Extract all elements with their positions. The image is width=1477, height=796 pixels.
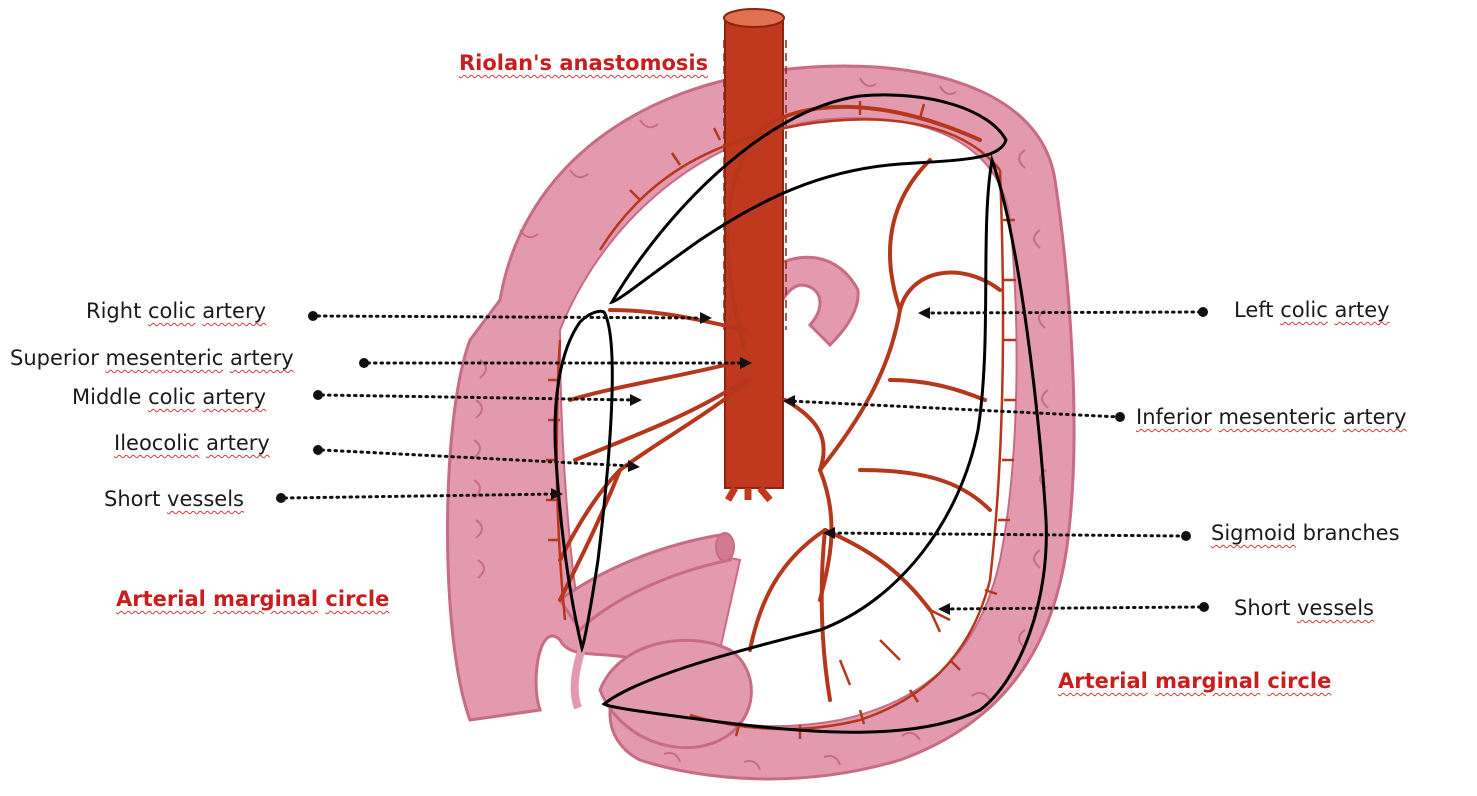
word: Short [104, 487, 160, 511]
short-vessels-left-label: Short vessels [104, 486, 244, 512]
word: artery [206, 431, 270, 455]
word: Inferior [1136, 405, 1212, 429]
word: Ileocolic [114, 431, 199, 455]
word: colic [148, 299, 196, 323]
word: colic [148, 385, 196, 409]
word: Sigmoid [1211, 521, 1296, 545]
word: Right [86, 299, 141, 323]
ileum-opening [716, 533, 734, 561]
word: mesenteric [1218, 405, 1336, 429]
word: artey [1335, 298, 1390, 322]
right-colic-artery-label: Right colic artery [86, 298, 266, 324]
ileocolic-artery-label: Ileocolic artery [114, 430, 270, 456]
word: marginal [1155, 669, 1260, 693]
word: artery [230, 346, 294, 370]
word: mesenteric [106, 346, 224, 370]
word: vessels [167, 487, 244, 511]
word: artery [202, 299, 266, 323]
word: Middle [72, 385, 141, 409]
aorta [724, 9, 786, 500]
aorta-top-opening [724, 9, 784, 27]
right-arterial-marginal-circle-label: Arterial marginal circle [1058, 668, 1331, 694]
word: Arterial [1058, 669, 1148, 693]
riolan-anastomosis-title: Riolan's anastomosis [459, 50, 708, 76]
left-colic-artey-label: Left colic artey [1234, 297, 1390, 323]
short-vessels-right-label: Short vessels [1234, 595, 1374, 621]
word: circle [1267, 669, 1331, 693]
word: branches [1303, 521, 1400, 545]
word: colic [1280, 298, 1328, 322]
word: Short [1234, 596, 1290, 620]
word: Left [1234, 298, 1274, 322]
word: artery [1343, 405, 1407, 429]
word: circle [325, 587, 389, 611]
middle-colic-artery-label: Middle colic artery [72, 384, 266, 410]
word: Superior [10, 346, 99, 370]
inferior-mesenteric-artery-label: Inferior mesenteric artery [1136, 404, 1407, 430]
superior-mesenteric-artery-label: Superior mesenteric artery [10, 345, 294, 371]
word: artery [202, 385, 266, 409]
left-arterial-marginal-circle-label: Arterial marginal circle [116, 586, 389, 612]
word: vessels [1297, 596, 1374, 620]
word: Arterial [116, 587, 206, 611]
word: marginal [213, 587, 318, 611]
sigmoid-branches-label: Sigmoid branches [1211, 520, 1400, 546]
aorta-trunk [725, 18, 783, 488]
